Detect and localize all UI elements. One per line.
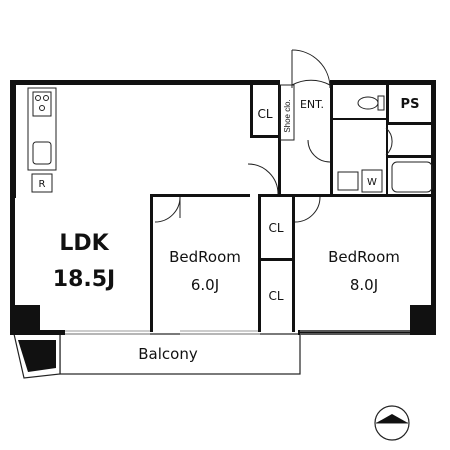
sink-icon (337, 171, 359, 191)
closet-label-middle: CL (268, 221, 283, 235)
shoe-closet (279, 84, 295, 141)
outer-walls (10, 80, 436, 335)
bathtub-icon (391, 161, 433, 193)
closet-label-top: CL (257, 107, 272, 121)
door-swings (154, 49, 393, 223)
balcony-label: Balcony (138, 345, 198, 363)
ldk-name: LDK (59, 231, 109, 256)
pipe-space-label: PS (401, 97, 420, 112)
washer-label: W (367, 177, 377, 188)
bedroom2-size: 8.0J (350, 276, 378, 294)
compass-icon (374, 405, 410, 441)
interior-walls (150, 80, 434, 332)
bedroom1-size: 6.0J (191, 276, 219, 294)
kitchen-sink-icon (32, 141, 52, 165)
shoe-closet-label: Shoe clo. (283, 99, 292, 132)
toilet-icon (357, 95, 385, 111)
washer (361, 169, 383, 193)
bedroom1-name: BedRoom (169, 248, 241, 266)
balcony-corner-fill (18, 340, 56, 372)
bedroom2-name: BedRoom (328, 248, 400, 266)
kitchen-counter (27, 87, 57, 171)
refrigerator-label: R (39, 179, 46, 190)
entrance-label: ENT. (300, 98, 324, 111)
closet-label-bottom: CL (268, 289, 283, 303)
ldk-size: 18.5J (53, 267, 115, 292)
stove-icon (32, 91, 52, 117)
windows (65, 330, 410, 335)
refrigerator (31, 173, 53, 193)
